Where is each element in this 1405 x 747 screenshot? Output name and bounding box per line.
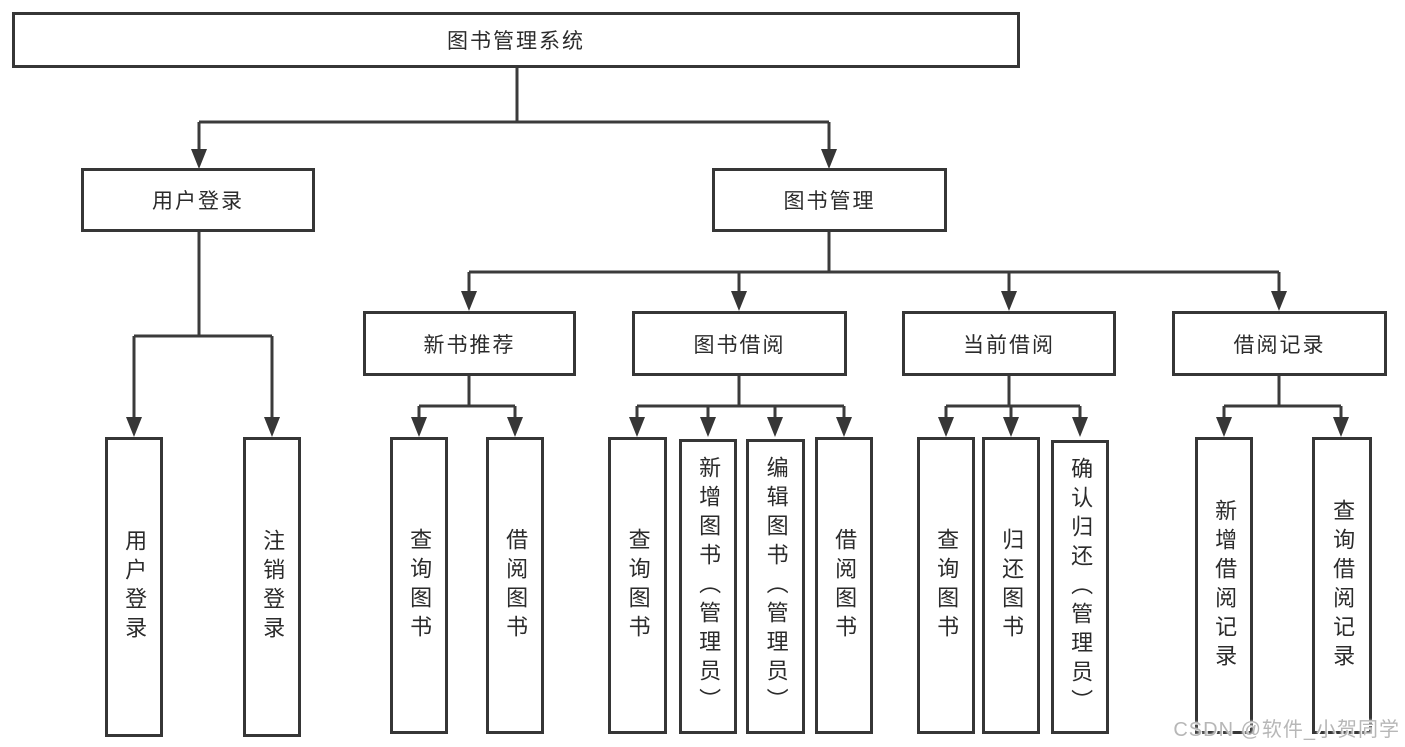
leaf-query-books-borrow-label: 查询图书 <box>625 527 651 644</box>
node-new-book-recommend-label: 新书推荐 <box>423 333 516 357</box>
node-user-login-label: 用户登录 <box>152 190 244 213</box>
node-borrow-records-label: 借阅记录 <box>1233 333 1326 357</box>
connector-book-borrow-children <box>629 376 852 437</box>
leaf-add-borrow-record: 新增借阅记录 <box>1195 437 1253 734</box>
node-book-borrow: 图书借阅 <box>632 311 847 376</box>
leaf-query-borrow-record: 查询借阅记录 <box>1312 437 1372 734</box>
leaf-borrow-books-recommend: 借阅图书 <box>486 437 544 734</box>
leaf-edit-books-admin: 编辑图书（管理员） <box>746 439 805 734</box>
leaf-borrow-books-recommend-label: 借阅图书 <box>503 527 529 644</box>
watermark: CSDN @软件_小贺同学 <box>1173 719 1400 741</box>
leaf-user-login: 用户登录 <box>105 437 163 737</box>
node-root: 图书管理系统 <box>12 12 1020 68</box>
node-book-borrow-label: 图书借阅 <box>693 333 786 357</box>
leaf-borrow-books: 借阅图书 <box>815 437 873 734</box>
connector-user-login-children <box>126 232 280 437</box>
connector-root-to-level2 <box>191 68 837 169</box>
leaf-logout-login-label: 注销登录 <box>260 529 286 645</box>
leaf-add-books-admin-label: 新增图书（管理员） <box>696 456 722 717</box>
leaf-add-borrow-record-label: 新增借阅记录 <box>1212 498 1238 673</box>
node-book-management-label: 图书管理 <box>783 190 876 213</box>
leaf-query-books-recommend: 查询图书 <box>390 437 448 734</box>
connector-new-book-recommend-children <box>411 376 523 437</box>
leaf-borrow-books-label: 借阅图书 <box>832 527 858 644</box>
leaf-confirm-return-admin-label: 确认归还（管理员） <box>1068 456 1094 718</box>
node-book-management: 图书管理 <box>712 168 947 232</box>
leaf-query-borrow-record-label: 查询借阅记录 <box>1330 498 1356 673</box>
leaf-query-books-recommend-label: 查询图书 <box>407 527 433 644</box>
leaf-confirm-return-admin: 确认归还（管理员） <box>1051 440 1109 734</box>
leaf-query-books-borrow: 查询图书 <box>608 437 667 734</box>
connector-book-management-children <box>461 232 1287 311</box>
connector-current-borrow-children <box>938 376 1088 437</box>
node-borrow-records: 借阅记录 <box>1172 311 1387 376</box>
leaf-user-login-label: 用户登录 <box>122 529 148 645</box>
leaf-edit-books-admin-label: 编辑图书（管理员） <box>763 456 789 717</box>
node-user-login: 用户登录 <box>81 168 315 232</box>
leaf-add-books-admin: 新增图书（管理员） <box>679 439 737 734</box>
node-current-borrow-label: 当前借阅 <box>963 333 1055 357</box>
leaf-logout-login: 注销登录 <box>243 437 301 737</box>
node-root-label: 图书管理系统 <box>447 30 585 53</box>
leaf-return-books: 归还图书 <box>982 437 1040 734</box>
leaf-query-books-current-label: 查询图书 <box>934 527 960 644</box>
node-current-borrow: 当前借阅 <box>902 311 1116 376</box>
connector-borrow-records-children <box>1216 376 1349 437</box>
node-new-book-recommend: 新书推荐 <box>363 311 576 376</box>
leaf-return-books-label: 归还图书 <box>999 527 1025 644</box>
leaf-query-books-current: 查询图书 <box>917 437 975 734</box>
